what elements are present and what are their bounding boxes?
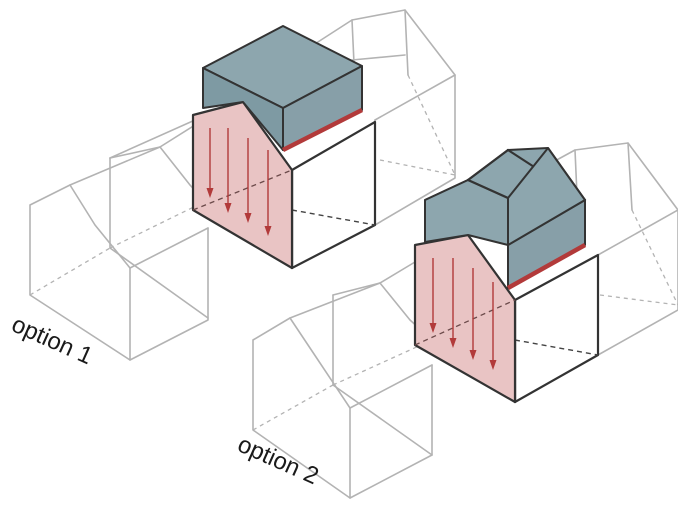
- option-1-label: option 1: [8, 311, 97, 370]
- option-2-red-seam: [506, 243, 587, 290]
- option-2-extension-pitched: [424, 147, 587, 290]
- option-1-group: option 1: [8, 9, 456, 370]
- option-1-red-seam: [281, 107, 364, 153]
- option-1-load-arrows: [206, 128, 272, 236]
- option-2-ghost-terrace: [252, 142, 678, 499]
- option-2-group: option 2: [234, 142, 678, 499]
- option-2-label: option 2: [234, 431, 323, 490]
- option-2-load-arrows: [429, 258, 497, 370]
- option-2-gable-wall: [413, 233, 517, 404]
- option-1-extension-box: [202, 25, 364, 153]
